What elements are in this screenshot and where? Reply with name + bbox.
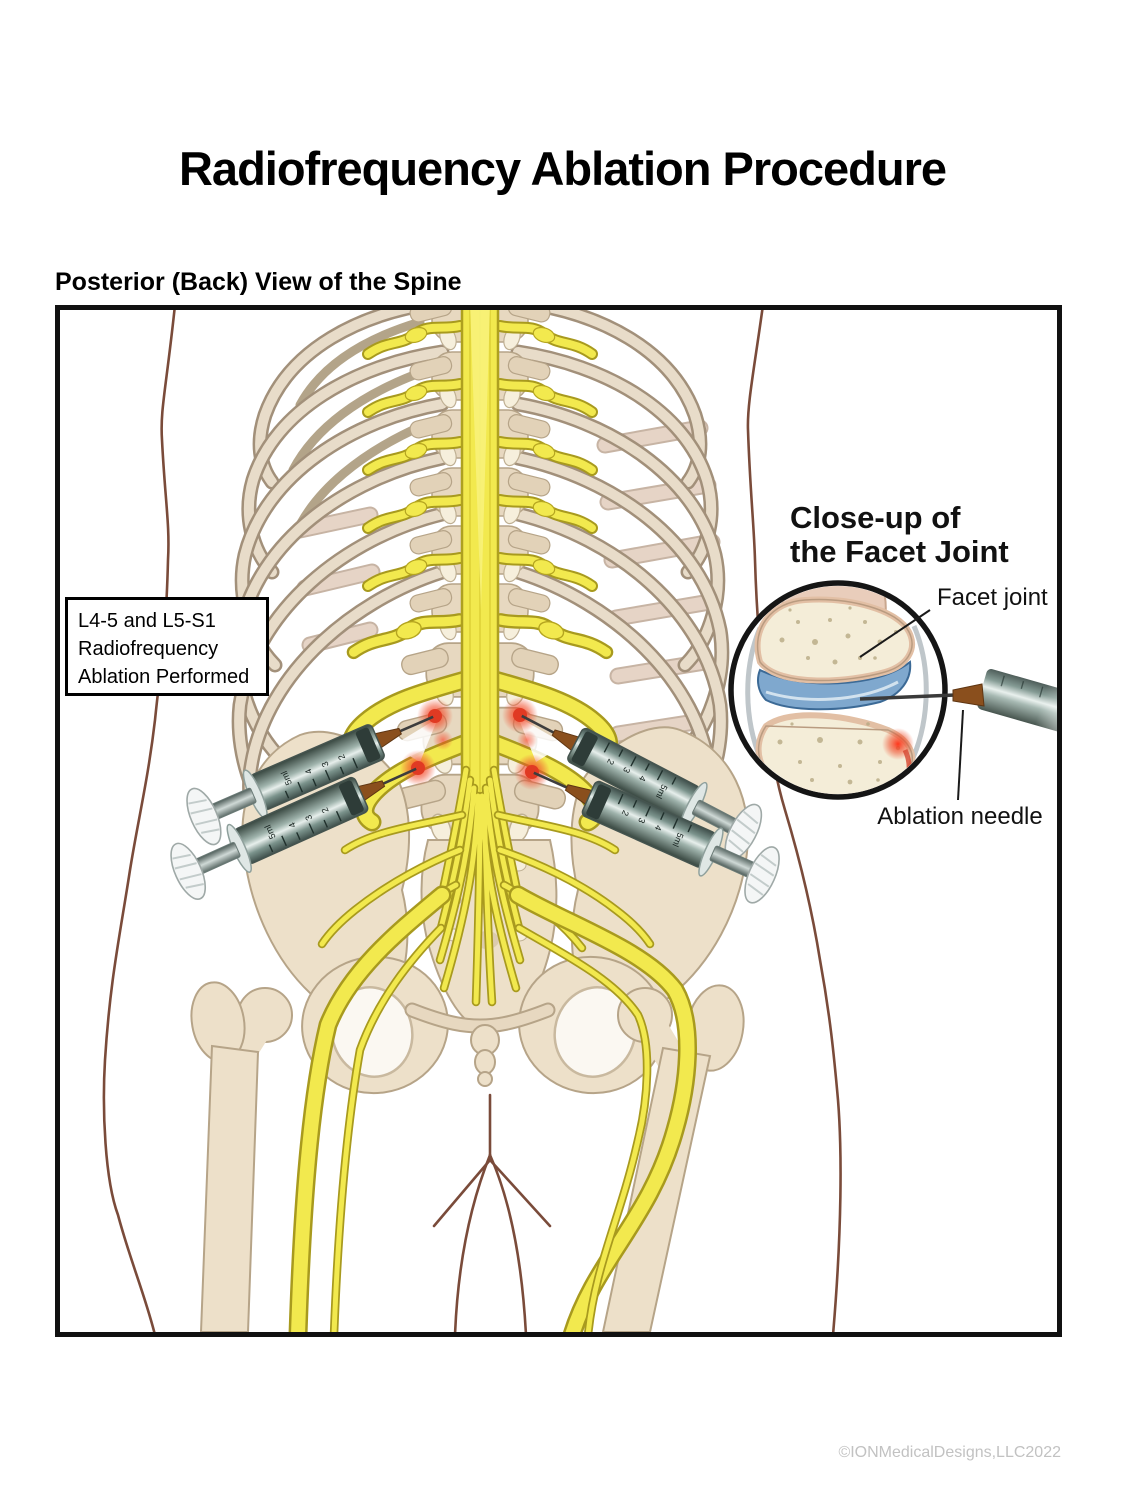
closeup-syringe [975, 665, 1057, 744]
spine-illustration: 2 3 4 5ml [102, 310, 1057, 1332]
body-outline [102, 310, 842, 1332]
left-femur [190, 981, 293, 1332]
closeup-needle-hub [952, 683, 985, 707]
ablation-needle-leader-line [957, 709, 964, 801]
page-title: Radiofrequency Ablation Procedure [178, 142, 947, 196]
gluteal-cleft [432, 1093, 552, 1332]
inflammation-sites [392, 697, 565, 790]
closeup-heading-line2: the Facet Joint [790, 534, 1009, 569]
ablation-needle-label: Ablation needle [877, 803, 1042, 830]
facet-joint-closeup: Close-up of the Facet Joint Facet joint … [728, 500, 1057, 830]
closeup-heading-line1: Close-up of [790, 500, 961, 535]
copyright: ©IONMedicalDesigns,LLC2022 [838, 1444, 1061, 1461]
right-femur [601, 984, 745, 1332]
view-caption: Posterior (Back) View of the Spine [55, 268, 462, 296]
right-obturator-foramen [553, 986, 637, 1078]
closeup-needle [859, 693, 956, 701]
facet-joint-label: Facet joint [937, 584, 1048, 611]
sciatic-nerves [288, 885, 698, 1332]
spinal-cord-and-nerves [288, 310, 698, 1332]
facet-joint-leader-line [859, 609, 931, 658]
annotation-box: L4-5 and L5-S1 Radiofrequency Ablation P… [65, 597, 269, 696]
annotation-line-2: Radiofrequency [78, 638, 219, 660]
annotation-line-1: L4-5 and L5-S1 [78, 610, 216, 632]
annotation-line-3: Ablation Performed [78, 666, 250, 688]
illustration-frame: 2 3 4 5ml [55, 305, 1062, 1337]
